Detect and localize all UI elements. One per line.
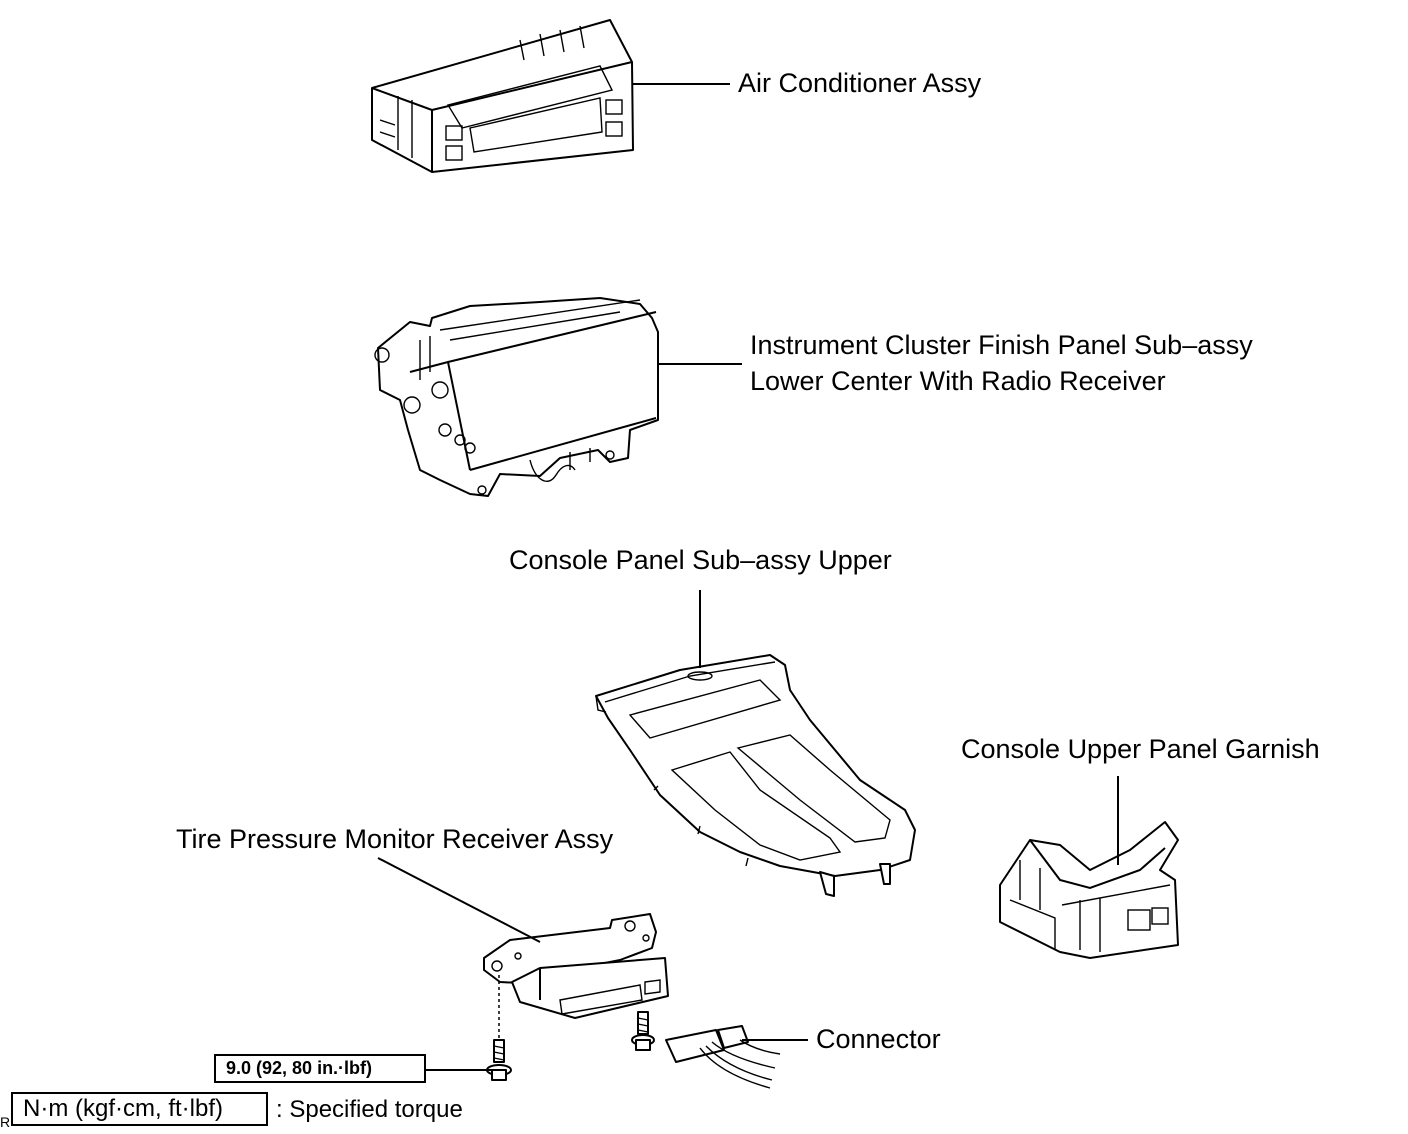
tire-pressure-receiver-drawing (483, 913, 669, 1019)
console-garnish-drawing (999, 821, 1179, 959)
air-conditioner-label: Air Conditioner Assy (738, 68, 982, 98)
cluster-panel-label-line2: Lower Center With Radio Receiver (750, 366, 1166, 396)
torque-units-box: N·m (kgf·cm, ft·lbf) (11, 1092, 268, 1126)
console-panel-drawing (595, 654, 916, 897)
cluster-panel-label-line1: Instrument Cluster Finish Panel Sub–assy (750, 330, 1253, 360)
connector-drawing (665, 1025, 781, 1089)
bolt-drawing (486, 975, 655, 1081)
console-garnish-label: Console Upper Panel Garnish (961, 734, 1320, 764)
console-panel-label: Console Panel Sub–assy Upper (509, 545, 892, 575)
corner-mark: R (0, 1114, 11, 1130)
torque-legend-text: : Specified torque (276, 1096, 463, 1123)
tire-pressure-receiver-label: Tire Pressure Monitor Receiver Assy (176, 824, 614, 854)
air-conditioner-drawing (371, 19, 634, 173)
cluster-panel-drawing (374, 297, 659, 497)
torque-spec-box: 9.0 (92, 80 in.·lbf) (214, 1054, 426, 1083)
connector-label: Connector (816, 1024, 941, 1054)
leader-lines (377, 83, 1119, 1071)
